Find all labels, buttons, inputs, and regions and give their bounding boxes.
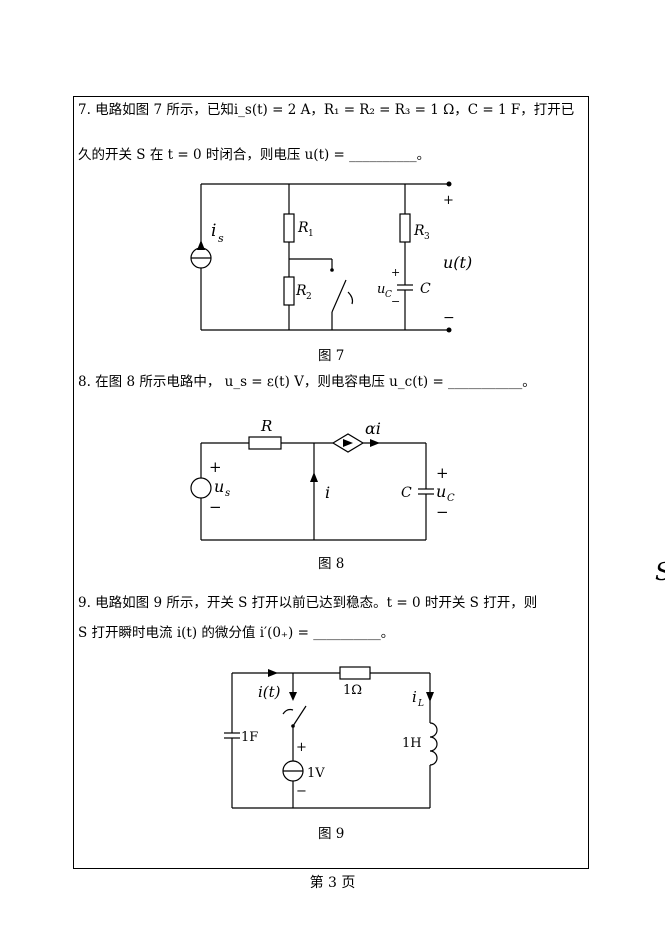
c-label: C (420, 281, 431, 297)
question-frame (73, 96, 589, 869)
question-8-line-1: 8. 在图 8 所示电路中， u_s = ε(t) V，则电容电压 u_c(t)… (78, 374, 536, 390)
inductor-label: 1H (402, 736, 422, 751)
us-subscript: s (225, 488, 230, 499)
edge-glyph: S (655, 558, 665, 586)
question-7-line-1: 7. 电路如图 7 所示，已知i_s(t) = 2 A，R₁ = R₂ = R₃… (78, 102, 575, 118)
voltage-label: 1V (307, 766, 325, 781)
question-7-line-2: 久的开关 S 在 t = 0 时闭合，则电压 u(t) = __________… (78, 147, 431, 163)
us-label: u (214, 477, 224, 496)
r1-label: R (297, 220, 309, 236)
v-plus: + (296, 740, 307, 755)
is-label: i (211, 221, 216, 241)
u-label: u(t) (443, 253, 472, 272)
uc-subscript: C (447, 493, 455, 504)
il-label: i (412, 688, 417, 706)
figure-8-caption: 图 8 (318, 556, 345, 572)
r3-label: R (413, 223, 425, 239)
is-subscript: s (218, 232, 224, 245)
uc-plus: + (436, 464, 449, 482)
page-footer: 第 3 页 (309, 875, 356, 891)
us-minus: − (209, 498, 222, 516)
us-plus: + (209, 458, 222, 476)
c-label: C (401, 485, 412, 501)
uc-plus: + (391, 266, 400, 279)
it-label: i(t) (258, 683, 281, 701)
r1-subscript: 1 (308, 229, 314, 239)
r2-label: R (295, 283, 307, 299)
uc-minus: − (436, 503, 449, 521)
question-9-line-2: S 打开瞬时电流 i(t) 的微分值 i′(0₊) = __________。 (78, 625, 395, 641)
uc-minus: − (391, 295, 400, 308)
il-subscript: L (417, 699, 424, 709)
capacitor-label: 1F (241, 730, 258, 745)
u-minus: − (443, 310, 455, 326)
r-label: R (260, 417, 272, 435)
uc-subscript: C (385, 290, 392, 300)
u-plus: + (443, 193, 454, 208)
alpha-i-label: αi (365, 419, 381, 438)
r3-subscript: 3 (424, 232, 430, 242)
resistor-label: 1Ω (343, 683, 362, 698)
question-9-line-1: 9. 电路如图 9 所示，开关 S 打开以前已达到稳态。t = 0 时开关 S … (78, 595, 538, 611)
figure-9-caption: 图 9 (318, 826, 345, 842)
uc-label: u (436, 482, 446, 501)
uc-label: u (377, 282, 385, 297)
i-label: i (325, 483, 330, 502)
r2-subscript: 2 (306, 292, 312, 302)
v-minus: − (296, 784, 307, 799)
figure-7-caption: 图 7 (318, 348, 345, 364)
